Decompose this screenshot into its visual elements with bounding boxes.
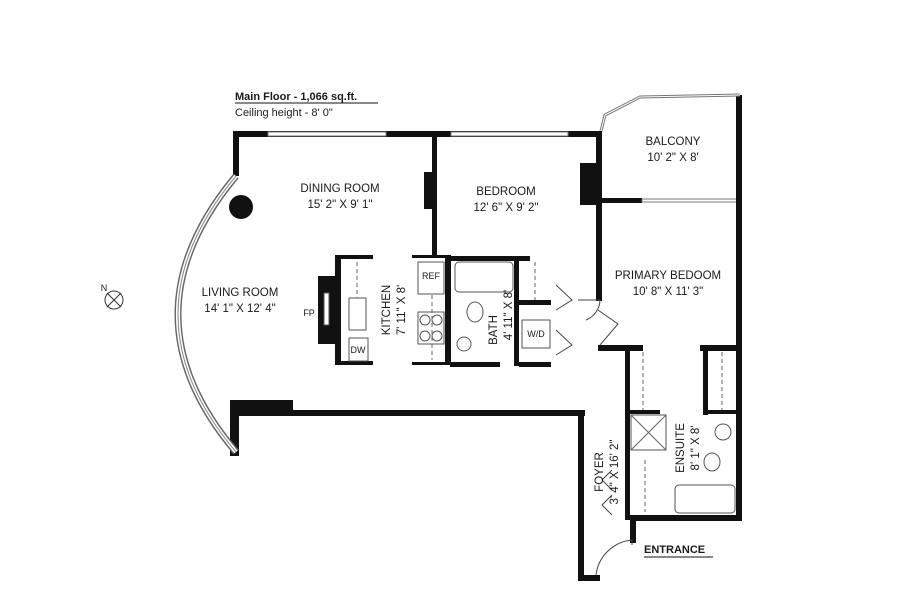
north-compass-icon	[104, 290, 124, 310]
compass-label: N	[101, 283, 108, 293]
bedroom-size: 12' 6" X 9' 2"	[474, 202, 539, 214]
kitchen-fixtures	[318, 255, 451, 365]
foyer-label: FOYER	[594, 452, 606, 492]
entrance-door	[595, 539, 633, 576]
ceiling-height: Ceiling height - 8' 0"	[235, 107, 333, 119]
foyer-size: 3' 4" X 16' 2"	[609, 440, 621, 505]
fireplace-label: FP	[303, 308, 315, 318]
bedroom-label: BEDROOM	[476, 186, 535, 198]
primary-bedroom-size: 10' 8" X 11' 3"	[633, 286, 704, 298]
bath-fixtures	[450, 256, 619, 367]
balcony-label: BALCONY	[646, 136, 701, 148]
bath-label: BATH	[488, 315, 500, 345]
refrigerator-label: REF	[422, 271, 441, 281]
dining-room-size: 15' 2" X 9' 1"	[308, 199, 373, 211]
living-room-size: 14' 1" X 12' 4"	[204, 303, 275, 315]
kitchen-size: 7' 11" X 8'	[396, 285, 408, 335]
dishwasher-label: DW	[351, 345, 366, 355]
primary-bedroom-label: PRIMARY BEDOOM	[615, 270, 721, 282]
dining-room-label: DINING ROOM	[300, 183, 379, 195]
living-room-label: LIVING ROOM	[202, 287, 279, 299]
kitchen-label: KITCHEN	[381, 285, 393, 335]
ensuite-fixtures	[601, 352, 736, 516]
walls	[174, 93, 742, 581]
ensuite-size: 8' 1" X 8'	[690, 426, 702, 471]
column	[229, 195, 253, 219]
floor-title: Main Floor - 1,066 sq.ft.	[235, 91, 357, 103]
balcony-size: 10' 2" X 8'	[647, 152, 698, 164]
ensuite-label: ENSUITE	[675, 423, 687, 473]
entrance-label: ENTRANCE	[644, 544, 705, 556]
bath-size: 4' 11" X 8'	[503, 290, 515, 340]
washer-dryer-label: W/D	[527, 329, 545, 339]
